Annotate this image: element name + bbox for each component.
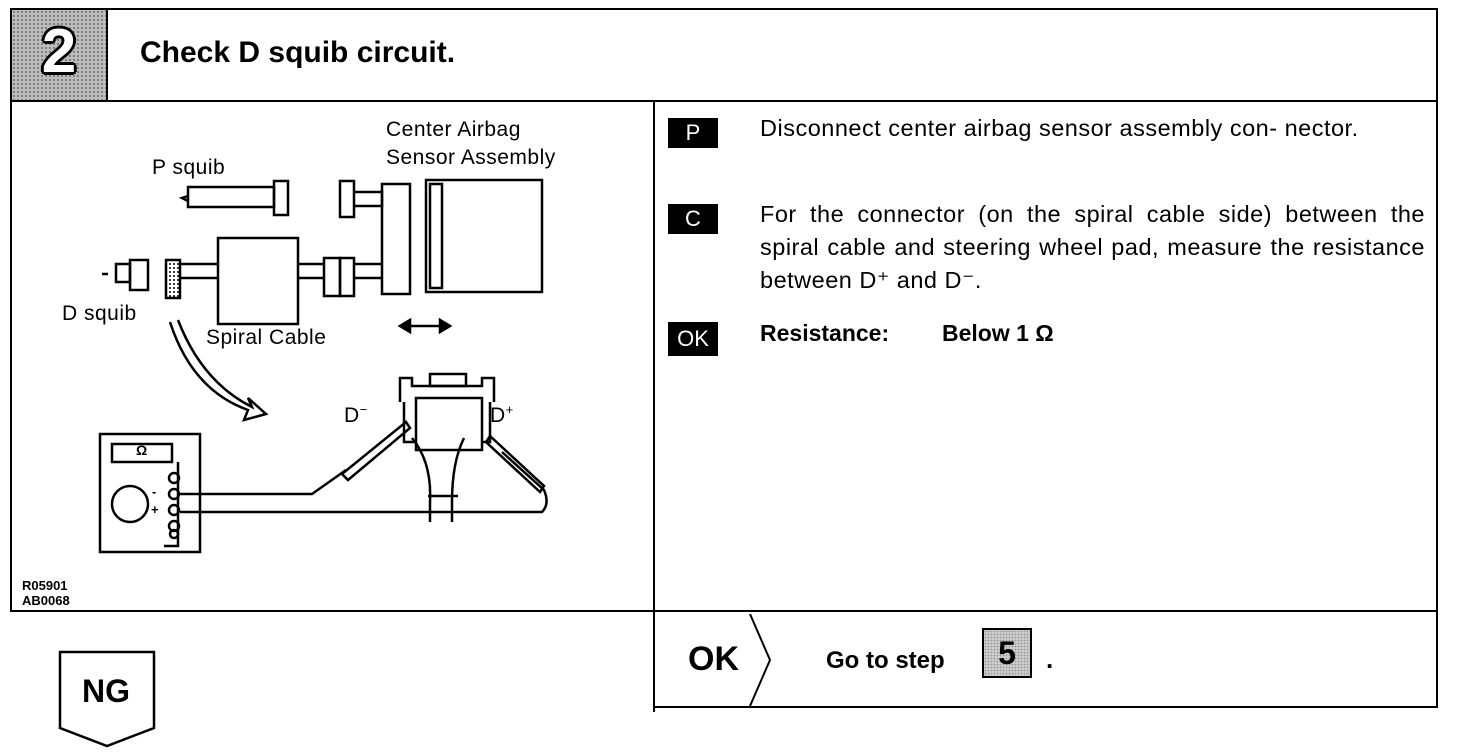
meter-symbol: Ω bbox=[136, 442, 148, 458]
label-p-squib: P squib bbox=[152, 156, 226, 179]
goto-text: Go to step bbox=[826, 647, 945, 674]
spiral-wires bbox=[411, 437, 466, 522]
probe-plus bbox=[484, 434, 546, 494]
spiral-cable-box bbox=[216, 236, 300, 326]
wiring-diagram bbox=[98, 178, 548, 554]
instruction-c: For the connector (on the spiral cable s… bbox=[760, 201, 1425, 293]
resistance-label: Resistance: bbox=[760, 320, 890, 346]
curved-arrow bbox=[168, 319, 269, 422]
lead-minus bbox=[180, 468, 347, 496]
tag-c: C bbox=[668, 204, 718, 234]
probe-minus bbox=[340, 420, 412, 482]
goto-suffix: . bbox=[1046, 644, 1054, 674]
tag-p: P bbox=[668, 118, 718, 148]
center-airbag-sensor bbox=[424, 178, 544, 294]
goto-step-number: 5 bbox=[984, 630, 1030, 676]
content-frame bbox=[10, 8, 1438, 612]
ok-result-box bbox=[653, 612, 1438, 708]
label-center-airbag-2: Sensor Assembly bbox=[386, 146, 556, 169]
ng-label: NG bbox=[82, 673, 130, 709]
p-squib-body bbox=[186, 185, 276, 209]
ok-chevron-icon bbox=[749, 614, 772, 706]
label-center-airbag-1: Center Airbag bbox=[386, 118, 521, 141]
sensor-plug bbox=[380, 182, 412, 296]
d-squib-connector bbox=[128, 258, 150, 292]
instruction-p: Disconnect center airbag sensor assembly… bbox=[760, 115, 1359, 141]
code-ab0068: AB0068 bbox=[22, 593, 70, 608]
sensor-connector-top bbox=[338, 179, 356, 219]
p-squib-connector bbox=[272, 179, 290, 217]
label-d-minus: D− bbox=[344, 402, 368, 427]
lead-plus bbox=[180, 451, 548, 514]
step-badge: 2 bbox=[12, 10, 108, 100]
step-title: Check D squib circuit. bbox=[140, 36, 456, 69]
ng-arrow-icon bbox=[58, 650, 156, 748]
column-divider bbox=[653, 100, 655, 712]
d-squib-plug bbox=[164, 258, 182, 300]
meter-plus: + bbox=[151, 502, 160, 517]
meter-minus: - bbox=[152, 484, 157, 499]
step-number: 2 bbox=[41, 17, 77, 86]
ok-label: OK bbox=[688, 640, 739, 678]
label-spiral-cable: Spiral Cable bbox=[206, 326, 327, 349]
multimeter-display bbox=[110, 442, 174, 464]
code-r05901: R05901 bbox=[22, 578, 68, 593]
goto-step-box[interactable]: 5 bbox=[982, 628, 1032, 678]
multimeter-dial bbox=[110, 484, 150, 524]
resistance-value: Below 1 Ω bbox=[942, 320, 1054, 346]
label-d-squib: D squib bbox=[62, 302, 137, 325]
label-d-plus: D+ bbox=[490, 402, 514, 427]
tag-ok: OK bbox=[668, 322, 718, 356]
